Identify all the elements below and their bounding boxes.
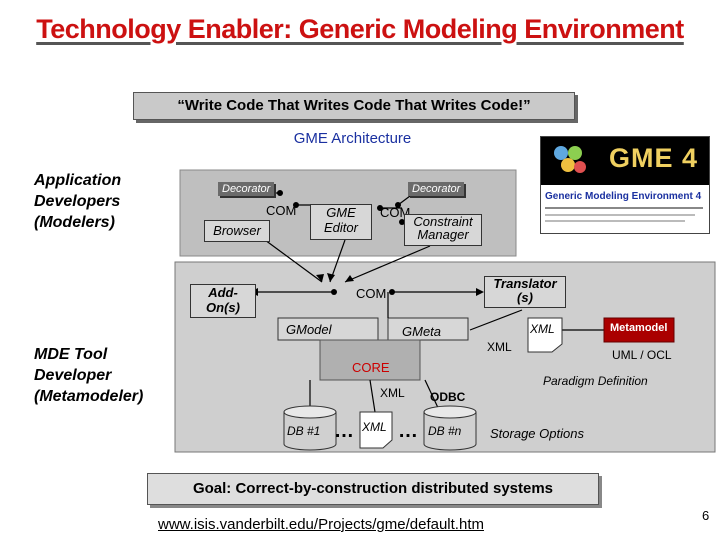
addon-line-1: Add- — [208, 285, 238, 300]
connector-line — [264, 239, 323, 283]
connector-line — [344, 245, 431, 283]
constraint-line-2: Manager — [417, 227, 469, 242]
node-dot — [399, 219, 405, 225]
gme-logo-banner: GME 4 — [541, 137, 709, 185]
paradigm-definition-label: Paradigm Definition — [543, 374, 648, 388]
arrowhead — [327, 273, 335, 282]
xml-core-label: XML — [380, 386, 405, 400]
gme-logo-panel: GME 4 Generic Modeling Environment 4 — [540, 136, 710, 234]
translator-line-2: (s) — [517, 290, 533, 305]
gme-editor-box: GME Editor — [310, 204, 372, 240]
xml-storage-label: XML — [362, 420, 387, 434]
mde-developer-line-3: (Metamodeler) — [34, 388, 144, 405]
app-developers-line-2: Developers — [34, 193, 121, 210]
xml-doc-label: XML — [530, 322, 555, 336]
gmeta-box — [387, 317, 469, 341]
node-dot — [331, 289, 337, 295]
gme-editor-line-1: GME — [326, 205, 356, 220]
gme-subtitle: Generic Modeling Environment 4 — [545, 191, 702, 202]
xml-label: XML — [487, 340, 512, 354]
mde-developer-label: MDE Tool Developer (Metamodeler) — [34, 344, 143, 407]
app-developers-line-1: Application — [34, 172, 122, 189]
dbn-cylinder — [423, 405, 477, 451]
com-left-label: COM — [266, 203, 297, 218]
gme-logo-text: GME 4 — [609, 143, 699, 173]
constraint-line-1: Constraint — [413, 214, 473, 229]
metamodel-box — [603, 317, 675, 343]
com-right-label: COM — [380, 205, 411, 220]
translator-box: Translator (s) — [484, 276, 566, 308]
architecture-title: GME Architecture — [293, 130, 412, 147]
odbc-label: ODBC — [430, 390, 466, 404]
addon-line-2: On(s) — [206, 300, 240, 315]
decorator-left: Decorator — [218, 182, 275, 196]
xml-storage-document — [359, 411, 393, 449]
db1-cylinder — [283, 405, 337, 451]
gmeta-label: GMeta — [402, 324, 442, 339]
mde-developer-line-2: Developer — [34, 367, 112, 384]
ellipsis-right: … — [398, 420, 418, 442]
ellipsis-left: … — [334, 420, 354, 442]
metamodel-label: Metamodel — [610, 322, 668, 334]
gme-fineprint-line — [545, 214, 695, 216]
quote-box: “Write Code That Writes Code That Writes… — [133, 92, 575, 120]
connector-line — [469, 309, 523, 331]
core-box — [319, 339, 421, 381]
connector-line — [369, 379, 376, 413]
uml-ocl-label: UML / OCL — [612, 348, 672, 362]
translator-line-1: Translator — [493, 276, 557, 291]
app-developers-label: Application Developers (Modelers) — [34, 170, 121, 233]
gme-fineprint-line — [545, 220, 685, 222]
com-center-label: COM — [356, 286, 387, 301]
mde-developer-line-1: MDE Tool — [34, 346, 108, 363]
decorator-right: Decorator — [408, 182, 465, 196]
node-dot — [377, 205, 383, 211]
arrowhead — [476, 288, 484, 296]
app-developers-line-3: (Modelers) — [34, 214, 115, 231]
node-dot — [395, 202, 401, 208]
goal-box: Goal: Correct-by-construction distribute… — [147, 473, 599, 505]
arrowhead — [345, 275, 354, 282]
dbn-label: DB #n — [428, 424, 462, 438]
gmodel-label: GModel — [286, 322, 332, 337]
gme-editor-line-2: Editor — [324, 220, 358, 235]
node-dot — [277, 190, 283, 196]
addon-box: Add- On(s) — [190, 284, 256, 318]
node-dot — [389, 289, 395, 295]
arrowhead — [316, 274, 324, 282]
storage-options-label: Storage Options — [490, 426, 584, 441]
hexagon-icon — [551, 143, 587, 179]
constraint-manager-box: Constraint Manager — [404, 214, 482, 246]
xml-metamodel-document — [527, 317, 563, 353]
slide-title: Technology Enabler: Generic Modeling Env… — [36, 14, 684, 44]
core-label: CORE — [352, 360, 390, 375]
gme-divider — [545, 207, 703, 209]
gme-url-link[interactable]: www.isis.vanderbilt.edu/Projects/gme/def… — [158, 516, 484, 533]
browser-box: Browser — [204, 220, 270, 242]
db1-label: DB #1 — [287, 424, 321, 438]
node-dot — [293, 202, 299, 208]
page-number: 6 — [702, 508, 710, 523]
